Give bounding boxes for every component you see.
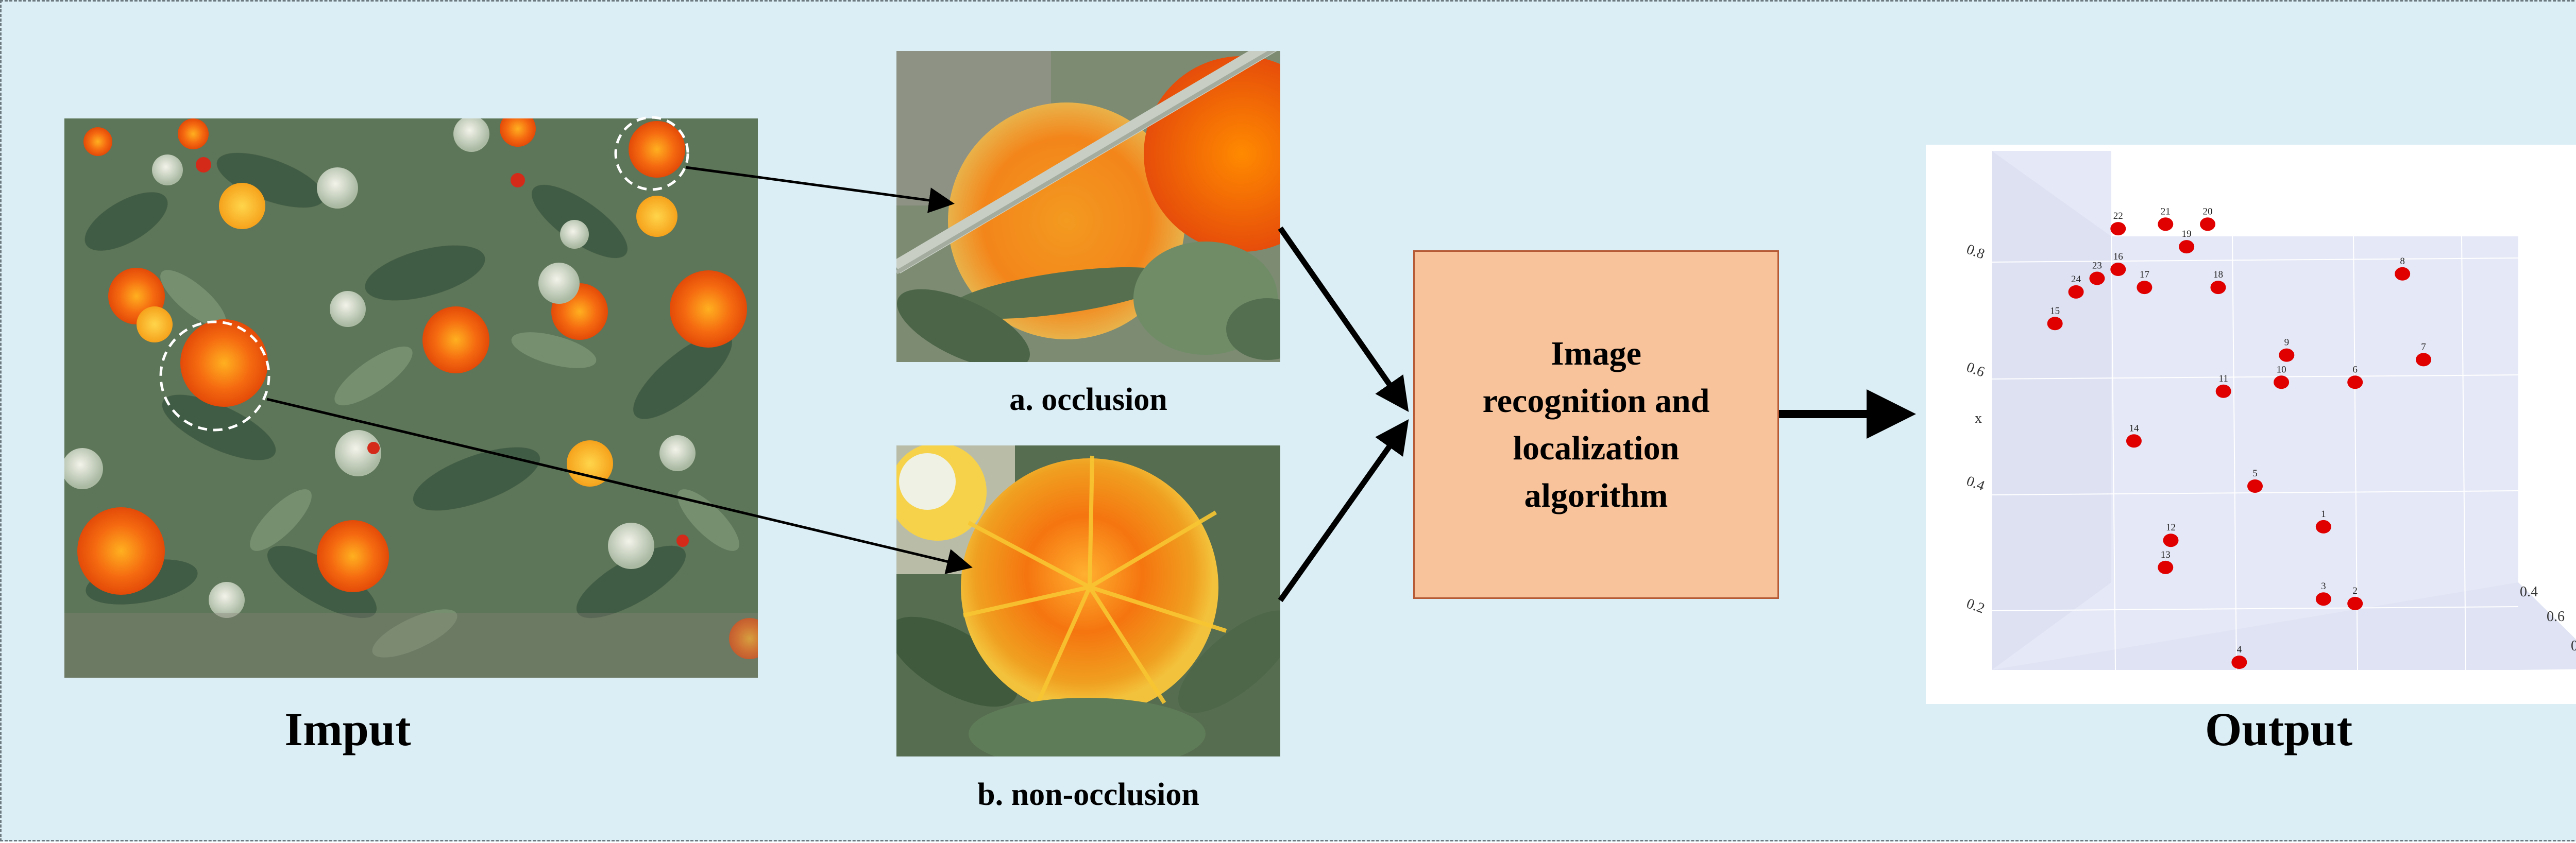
plot-back-pane bbox=[1992, 151, 2518, 670]
scatter-point-label: 13 bbox=[2161, 549, 2171, 560]
scatter-point bbox=[2137, 281, 2153, 295]
z-tick-label: 0.6 bbox=[2547, 609, 2565, 625]
z-tick-label: 0.4 bbox=[2520, 584, 2538, 600]
occlusion-caption: a. occlusion bbox=[1009, 382, 1167, 417]
scatter-point bbox=[2179, 240, 2195, 254]
scatter-point bbox=[2416, 353, 2432, 367]
scatter-point-label: 21 bbox=[2161, 206, 2171, 217]
scatter-point-label: 12 bbox=[2166, 522, 2176, 533]
scatter-point bbox=[2158, 217, 2174, 231]
scatter-point bbox=[2315, 520, 2331, 534]
scatter-point-label: 7 bbox=[2421, 341, 2426, 352]
scatter-point-label: 18 bbox=[2213, 269, 2223, 280]
scatter-point-label: 24 bbox=[2071, 274, 2081, 285]
scatter-point-label: 23 bbox=[2092, 261, 2102, 271]
non-occlusion-pointer-arrow bbox=[266, 398, 973, 574]
z-tick-label: 0.8 bbox=[2571, 638, 2576, 654]
gridline-vertical bbox=[2232, 236, 2237, 670]
input-caption: Imput bbox=[284, 703, 411, 755]
scatter-point-label: 3 bbox=[2321, 581, 2326, 592]
scatter-point-label: 1 bbox=[2321, 509, 2326, 520]
scatter-point-label: 10 bbox=[2277, 364, 2286, 375]
plot-side-pane bbox=[1992, 151, 2111, 670]
algorithm-box: Image recognition and localization algor… bbox=[1413, 250, 1779, 599]
occlusion-example-image bbox=[896, 51, 1280, 362]
input-flower-field-image bbox=[64, 118, 758, 678]
scatter-point bbox=[2347, 375, 2363, 389]
output-caption: Output bbox=[2205, 703, 2353, 755]
scatter-point bbox=[2210, 281, 2226, 295]
scatter-point bbox=[2047, 317, 2063, 331]
scatter-point bbox=[2163, 534, 2179, 547]
scatter-point-label: 8 bbox=[2400, 256, 2405, 267]
gridline-horizontal bbox=[1991, 374, 2519, 380]
x-tick-label: 0.4 bbox=[1964, 473, 1987, 494]
scatter-point bbox=[2089, 271, 2105, 285]
scatter-point bbox=[2231, 656, 2247, 669]
x-tick-label: 0.8 bbox=[1964, 241, 1987, 262]
scatter-point bbox=[2279, 348, 2295, 362]
scatter-point bbox=[2200, 217, 2216, 231]
scatter-point bbox=[2247, 479, 2263, 493]
scatter-point-label: 15 bbox=[2050, 305, 2060, 316]
occlusion-to-algorithm-arrow bbox=[1278, 226, 1409, 412]
scatter-point bbox=[2347, 596, 2363, 610]
scatter-point-label: 19 bbox=[2182, 229, 2192, 239]
scatter-point bbox=[2395, 267, 2411, 281]
plot-gridlines bbox=[1991, 236, 2519, 670]
scatter-point-label: 14 bbox=[2129, 423, 2139, 434]
non-occlusion-highlight-circle bbox=[159, 320, 270, 432]
scatter-point bbox=[2274, 375, 2290, 389]
scatter-point-label: 6 bbox=[2352, 364, 2358, 375]
scatter-point-label: 11 bbox=[2219, 373, 2228, 384]
gridline-vertical bbox=[2461, 236, 2466, 670]
scatter-point-label: 20 bbox=[2203, 206, 2213, 217]
non-occlusion-example-image bbox=[896, 445, 1280, 756]
scatter-point-label: 2 bbox=[2352, 586, 2358, 596]
non-occlusion-to-algorithm-arrow bbox=[1278, 419, 1409, 603]
scatter-point bbox=[2110, 263, 2126, 277]
algorithm-label: Image recognition and localization algor… bbox=[1482, 334, 1710, 514]
x-tick-label: 0.2 bbox=[1964, 595, 1987, 616]
output-3d-scatter-plot: 0.20.40.60.8x0.40.60.8z 1234567891011121… bbox=[1926, 145, 2576, 704]
gridline-horizontal bbox=[1991, 257, 2519, 263]
scatter-point bbox=[2110, 222, 2126, 236]
scatter-point-label: 16 bbox=[2113, 251, 2123, 262]
scatter-point-label: 9 bbox=[2284, 337, 2290, 348]
scatter-point-label: 5 bbox=[2252, 468, 2258, 479]
scatter-point-label: 17 bbox=[2140, 269, 2149, 280]
non-occlusion-caption: b. non-occlusion bbox=[977, 777, 1199, 812]
scatter-point-label: 4 bbox=[2237, 644, 2242, 655]
x-tick-label: 0.6 bbox=[1964, 359, 1987, 380]
gridline-horizontal bbox=[1991, 606, 2519, 611]
occlusion-pointer-arrow bbox=[685, 166, 955, 213]
scatter-point bbox=[2215, 384, 2231, 398]
x-axis-label: x bbox=[1975, 410, 1982, 426]
scatter-point bbox=[2068, 285, 2084, 299]
scatter-point-label: 22 bbox=[2113, 211, 2123, 221]
scatter-point bbox=[2126, 434, 2142, 448]
scatter-point bbox=[2315, 592, 2331, 606]
occlusion-highlight-circle bbox=[614, 116, 689, 191]
gridline-vertical bbox=[2111, 236, 2116, 670]
plot-floor-pane bbox=[1992, 582, 2576, 670]
scatter-point bbox=[2158, 560, 2174, 574]
gridline-horizontal bbox=[1991, 490, 2519, 495]
